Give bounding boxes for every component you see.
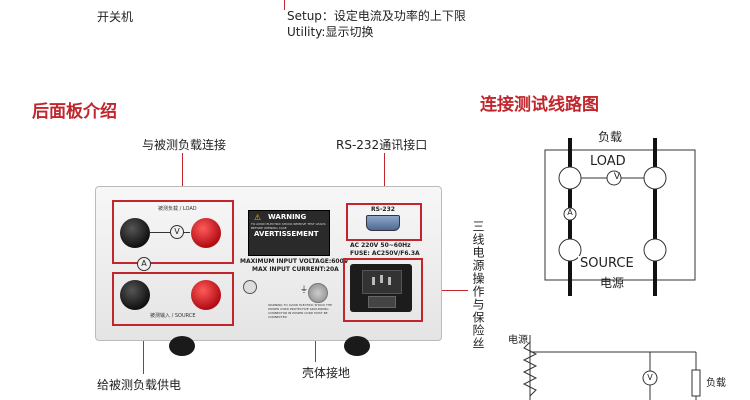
- fuse-drawer[interactable]: [368, 296, 396, 308]
- utility-label: Utility:显示切换: [287, 25, 374, 39]
- bottom-load-cn: 负载: [706, 378, 726, 389]
- leader-line: [284, 0, 285, 10]
- inlet-pin: [380, 275, 383, 283]
- bottom-voltmeter-circle: [642, 370, 658, 386]
- circuit-outline: [544, 149, 696, 281]
- load-positive-terminal[interactable]: [191, 218, 221, 248]
- circuit-title: 连接测试线路图: [480, 95, 599, 115]
- device-foot: [344, 336, 370, 356]
- power-socket-box: [343, 258, 423, 322]
- inlet-pin: [388, 277, 391, 285]
- bottom-v-symbol: V: [647, 373, 653, 382]
- power-switch-label: 开关机: [97, 10, 134, 24]
- circuit-load-en: LOAD: [590, 154, 626, 169]
- node-right-top: [643, 166, 667, 190]
- node-right-bottom: [643, 238, 667, 262]
- avertissement-heading: AVERTISSEMENT: [254, 230, 319, 238]
- ground-screw[interactable]: [308, 283, 328, 303]
- ammeter-circle: [563, 207, 577, 221]
- device-foot: [169, 336, 195, 356]
- connect-load-label: 与被测负载连接: [142, 138, 227, 152]
- circuit-v-symbol: V: [613, 172, 621, 182]
- source-coil: [522, 341, 538, 397]
- ground-label: 壳体接地: [302, 366, 351, 380]
- rohs-icon: [243, 280, 257, 294]
- warning-body: TO AVOID ELECTRIC SHOCK REMOVE TEST LEAD…: [251, 222, 326, 230]
- leader-line: [182, 153, 183, 201]
- source-tag: 被测输入 / SOURCE: [150, 313, 196, 319]
- inlet-pin: [372, 277, 375, 285]
- load-terminals-box: [112, 200, 234, 264]
- ground-warning: WARNING TO AVOID ELECTRIC SHOCK THE POWE…: [268, 303, 333, 319]
- circuit-diagram: [522, 138, 701, 400]
- circuit-a-symbol: A: [567, 208, 573, 217]
- warning-heading: WARNING: [268, 213, 307, 221]
- rear-panel-title: 后面板介绍: [32, 102, 117, 122]
- warning-icon: ⚠: [254, 213, 262, 222]
- max-voltage: MAXIMUM INPUT VOLTAGE:600V: [240, 258, 349, 265]
- rs232-port[interactable]: [366, 215, 400, 231]
- circuit-load-cn: 负载: [598, 130, 623, 144]
- power-fuse-label: 三线电源操作与保险丝: [471, 220, 485, 350]
- voltmeter-circle: [606, 170, 622, 186]
- leader-line: [421, 290, 468, 291]
- source-positive-terminal[interactable]: [191, 280, 221, 310]
- voltmeter-symbol: V: [170, 225, 184, 239]
- node-left-bottom: [558, 238, 582, 262]
- source-negative-terminal[interactable]: [120, 280, 150, 310]
- circuit-source-cn: 电源: [600, 276, 625, 290]
- node-left-top: [558, 166, 582, 190]
- ammeter-symbol: A: [137, 257, 151, 271]
- bottom-source-cn: 电源: [508, 335, 528, 346]
- ground-icon: ⏚: [300, 285, 308, 294]
- leader-line: [384, 153, 385, 201]
- fuse-rating: FUSE: AC250V/F6.3A: [350, 250, 420, 257]
- source-terminals-box: [112, 272, 234, 326]
- ac-rating: AC 220V 50~60Hz: [350, 242, 411, 249]
- warning-plate: [248, 210, 330, 256]
- supply-load-label: 给被测负载供电: [97, 378, 182, 392]
- max-current: MAX INPUT CURRENT:20A: [252, 266, 339, 273]
- rs232-tag: RS-232: [371, 206, 395, 213]
- rs232-label: RS-232通讯接口: [336, 138, 428, 152]
- load-resistor: [691, 369, 701, 397]
- rs232-box: [346, 203, 422, 241]
- circuit-source-en: SOURCE: [578, 256, 636, 271]
- load-negative-terminal[interactable]: [120, 218, 150, 248]
- leader-line: [143, 326, 144, 374]
- load-tag: 被测负载 / LOAD: [158, 206, 197, 212]
- setup-label: Setup：设定电流及功率的上下限: [287, 9, 466, 23]
